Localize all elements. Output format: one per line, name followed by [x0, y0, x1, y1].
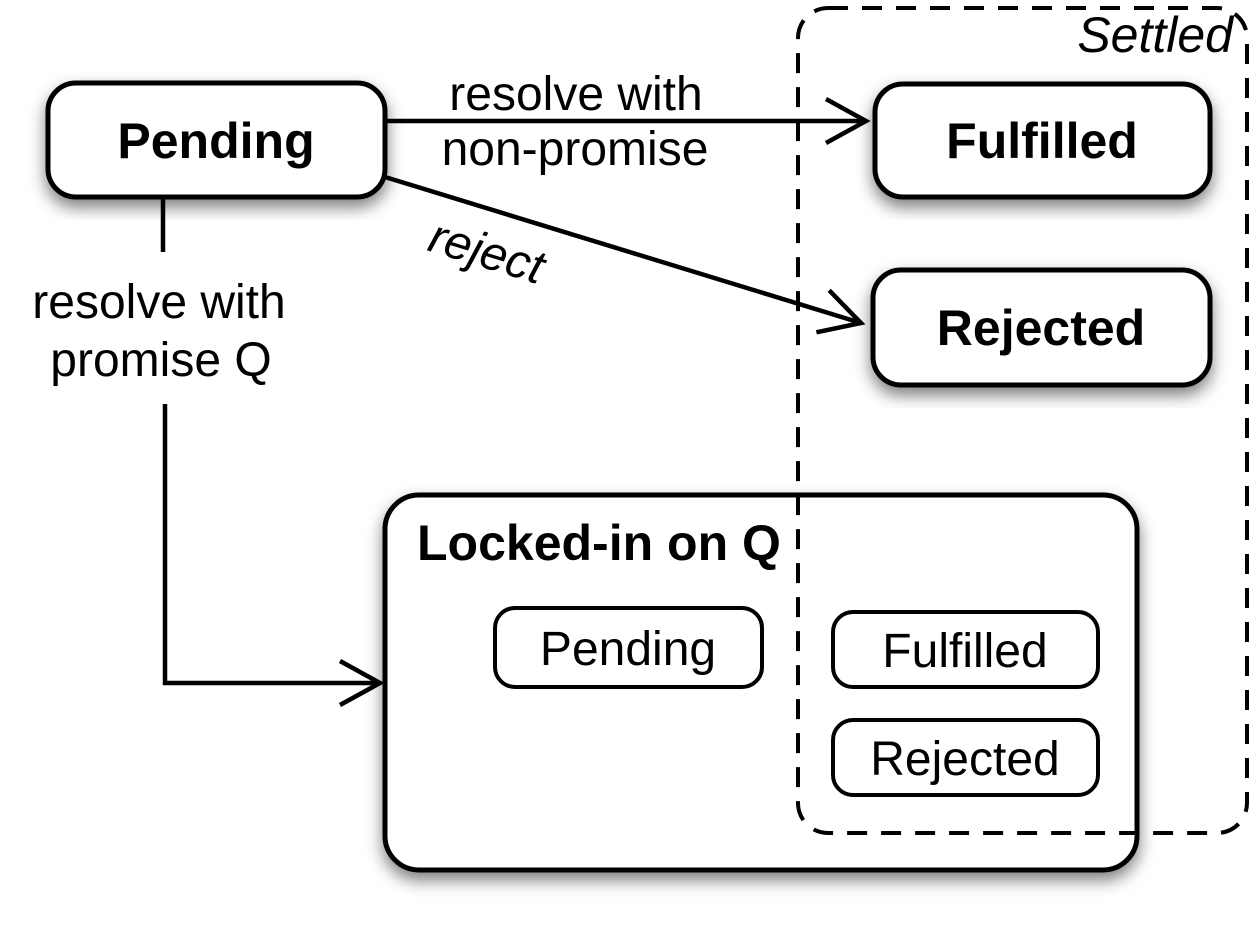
rejected-state-label: Rejected — [937, 300, 1145, 356]
inner-rejected-box — [831, 718, 1100, 797]
inner-fulfilled-box — [831, 610, 1100, 689]
inner-fulfilled-label: Fulfilled — [882, 625, 1047, 678]
resolve-promise-line-lower — [162, 404, 380, 686]
fulfilled-state-label: Fulfilled — [946, 113, 1138, 169]
settled-region-label: Settled — [1077, 7, 1235, 63]
locked-in-title: Locked-in on Q — [417, 515, 781, 571]
pending-state-box — [45, 80, 388, 200]
resolve-promise-arrowhead-icon — [338, 659, 385, 707]
inner-pending-box — [493, 606, 764, 689]
fulfilled-state-box — [872, 81, 1213, 200]
resolve-non-promise-arrowhead-icon — [824, 97, 871, 145]
resolve-promise-label-line1: resolve with — [32, 276, 285, 329]
rejected-state-box — [870, 267, 1213, 388]
reject-arrow-line — [384, 174, 862, 326]
resolve-non-promise-label-line1: resolve with — [449, 68, 702, 121]
reject-arrowhead-icon — [815, 288, 866, 335]
settled-region-outline — [796, 6, 1249, 835]
resolve-promise-label-line2: promise Q — [50, 334, 271, 387]
pending-state-label: Pending — [117, 113, 314, 169]
inner-rejected-label: Rejected — [870, 733, 1059, 786]
resolve-non-promise-label-line2: non-promise — [442, 123, 709, 176]
inner-pending-label: Pending — [540, 623, 716, 676]
